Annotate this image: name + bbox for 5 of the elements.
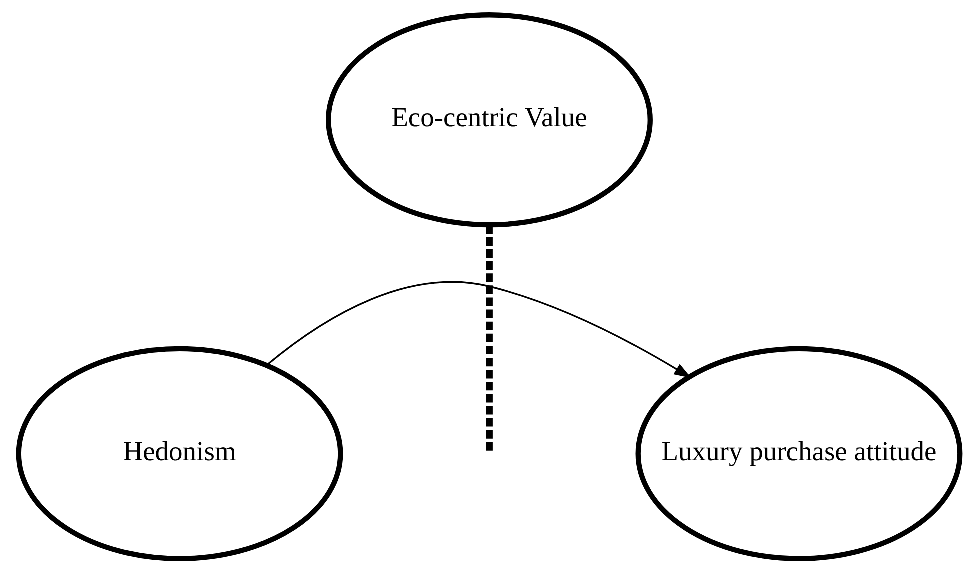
node-ellipse: Eco-centric Value	[326, 12, 652, 228]
node-ellipse: Luxury purchase attitude	[635, 346, 962, 562]
connector	[486, 225, 492, 452]
node-ellipse: Hedonism	[16, 346, 343, 562]
arrow	[266, 281, 692, 378]
